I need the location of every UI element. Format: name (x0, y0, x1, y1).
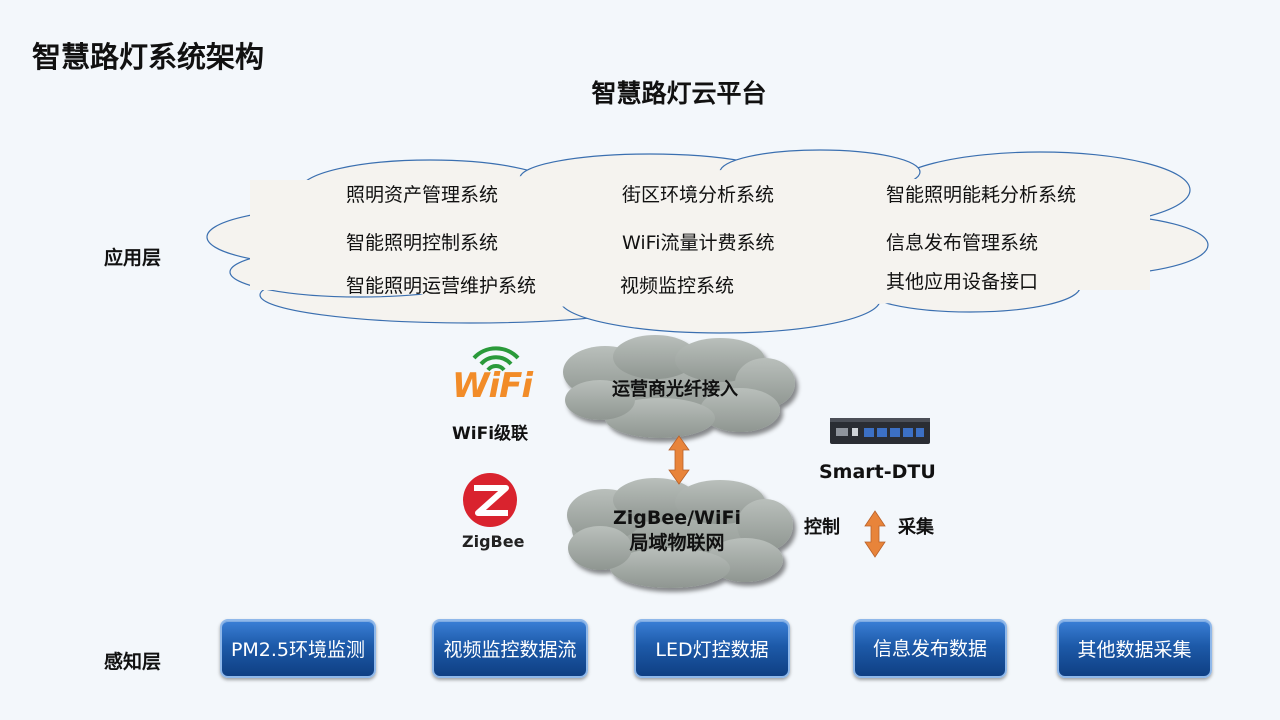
fiber-access-label: 运营商光纤接入 (612, 379, 738, 400)
control-collect-arrow (864, 510, 886, 558)
data-source-pm25[interactable]: PM2.5环境监测 (220, 619, 376, 678)
iot-network-label-line1: ZigBee/WiFi (612, 507, 742, 529)
system-street-environment: 街区环境分析系统 (622, 184, 775, 206)
data-source-video-stream[interactable]: 视频监控数据流 (432, 619, 588, 678)
system-energy-analysis: 智能照明能耗分析系统 (886, 184, 1077, 206)
system-lighting-control: 智能照明控制系统 (346, 232, 499, 254)
page-title: 智慧路灯系统架构 (32, 40, 265, 74)
zigbee-icon (463, 473, 517, 527)
smart-dtu-label: Smart-DTU (819, 461, 936, 483)
data-source-info-publish[interactable]: 信息发布数据 (853, 619, 1007, 678)
perception-layer-label: 感知层 (104, 651, 162, 673)
system-info-publish: 信息发布管理系统 (886, 232, 1039, 254)
system-other-interface: 其他应用设备接口 (886, 271, 1039, 293)
system-wifi-billing: WiFi流量计费系统 (622, 232, 775, 254)
platform-title: 智慧路灯云平台 (591, 79, 767, 108)
wifi-cascade-label: WiFi级联 (452, 424, 529, 444)
fiber-network-cloud (563, 335, 795, 438)
system-video-surveillance: 视频监控系统 (620, 275, 735, 297)
zigbee-logo-text: ZigBee (462, 532, 525, 551)
data-source-other[interactable]: 其他数据采集 (1057, 619, 1212, 678)
iot-network-label-line2: 局域物联网 (629, 532, 725, 554)
system-asset-management: 照明资产管理系统 (346, 184, 499, 206)
control-label: 控制 (804, 517, 840, 538)
iot-network-cloud (567, 478, 793, 588)
collect-label: 采集 (898, 517, 934, 538)
wifi-icon (472, 346, 520, 372)
network-link-arrow (668, 435, 690, 485)
smart-dtu-device-icon (830, 418, 930, 444)
application-layer-label: 应用层 (104, 247, 162, 269)
data-source-led-control[interactable]: LED灯控数据 (634, 619, 790, 678)
wifi-logo-text: WiFi (452, 366, 533, 406)
system-lighting-maintenance: 智能照明运营维护系统 (346, 275, 537, 297)
